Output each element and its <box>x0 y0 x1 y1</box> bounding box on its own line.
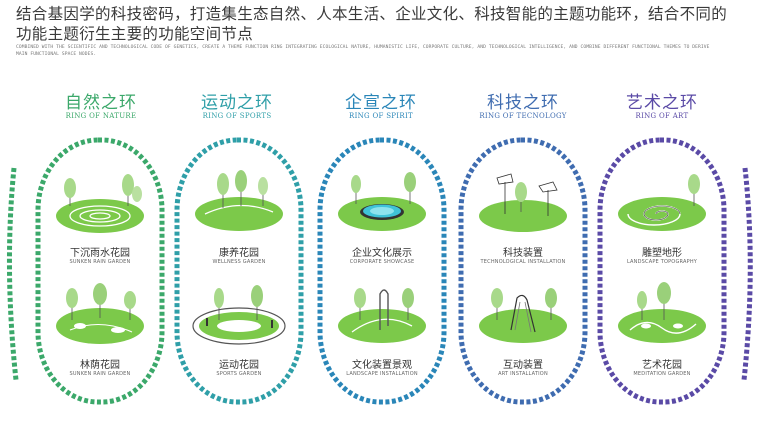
arch-sculpture-icon <box>338 288 426 343</box>
node-landscape-topography: 雕塑地形 LANDSCAPE TOPOGRAPHY <box>602 168 722 288</box>
node-technological-installation: 科技装置 TECHNOLOGICAL INSTALLATION <box>463 168 583 288</box>
node-label-cn: 林荫花园 <box>80 360 120 371</box>
node-corporate-showcase: 企业文化展示 CORPORATE SHOWCASE <box>322 168 442 288</box>
node-label-cn: 康养花园 <box>219 248 259 259</box>
forest-garden-icon <box>56 283 144 344</box>
capsule-art <box>597 137 727 405</box>
node-sunken-rain-garden: 下沉雨水花园 SUNKEN RAIN GARDEN <box>40 168 160 288</box>
node-wellness-garden: 康养花园 WELLNESS GARDEN <box>179 168 299 288</box>
water-pool-icon <box>338 172 426 231</box>
node-label-cn: 下沉雨水花园 <box>70 248 130 259</box>
node-label-en: TECHNOLOGICAL INSTALLATION <box>480 259 566 265</box>
ring-title-technology: 科技之环 <box>487 93 559 113</box>
node-label-en: SPORTS GARDEN <box>216 371 262 377</box>
art-garden-icon <box>618 282 706 343</box>
node-label-en: SUNKEN RAIN GARDEN <box>69 259 131 265</box>
ring-title-art: 艺术之环 <box>626 93 698 113</box>
node-label-cn: 互动装置 <box>503 360 543 371</box>
node-label-en: LANDSCAPE INSTALLATION <box>346 371 418 377</box>
node-label-cn: 企业文化展示 <box>352 248 412 259</box>
node-label-cn: 运动花园 <box>219 360 259 371</box>
node-label-en: CORPORATE SHOWCASE <box>349 259 415 265</box>
left-edge-chain <box>6 167 19 381</box>
node-label-cn: 科技装置 <box>503 248 543 259</box>
capsule-technology <box>458 137 588 405</box>
ring-subtitle-sports: RING OF SPORTS <box>202 112 272 120</box>
node-label-cn: 雕塑地形 <box>642 248 682 259</box>
node-label-en: LANDSCAPE TOPOGRAPHY <box>626 259 698 265</box>
interactive-installation-icon <box>479 288 567 343</box>
canopy-installation-icon <box>479 173 567 232</box>
node-forest-garden: 林荫花园 SUNKEN RAIN GARDEN <box>40 280 160 400</box>
ring-title-spirit: 企宣之环 <box>345 93 417 113</box>
node-interactive-installation: 互动装置 ART INSTALLATION <box>463 280 583 400</box>
node-sports-garden: 运动花园 SPORTS GARDEN <box>179 280 299 400</box>
wellness-garden-icon <box>195 170 283 231</box>
page-headline: 结合基因学的科技密码，打造集生态自然、人本生活、企业文化、科技智能的主题功能环，… <box>16 5 728 43</box>
ring-subtitle-art: RING OF ART <box>635 112 689 120</box>
node-landscape-installation: 文化装置景观 LANDSCAPE INSTALLATION <box>322 280 442 400</box>
sports-garden-icon <box>192 285 286 345</box>
ring-subtitle-spirit: RING OF SPIRIT <box>349 112 413 120</box>
capsule-sports <box>174 137 304 405</box>
node-label-en: ART INSTALLATION <box>498 371 548 377</box>
node-label-en: SUNKEN RAIN GARDEN <box>69 371 131 377</box>
page-subline: COMBINED WITH THE SCIENTIFIC AND TECHNOL… <box>16 45 710 57</box>
capsule-spirit <box>317 137 447 405</box>
ring-subtitle-nature: RING OF NATURE <box>65 112 137 120</box>
node-label-en: MEDITATION GARDEN <box>633 371 691 377</box>
ring-title-nature: 自然之环 <box>65 93 137 113</box>
node-label-cn: 艺术花园 <box>642 360 682 371</box>
right-edge-chain <box>741 167 753 381</box>
ring-subtitle-technology: RING OF TECNOLOGY <box>479 112 567 120</box>
node-label-cn: 文化装置景观 <box>352 360 412 371</box>
node-label-en: WELLNESS GARDEN <box>212 259 266 265</box>
spiral-landform-icon <box>618 174 706 231</box>
ring-title-sports: 运动之环 <box>201 93 273 113</box>
capsule-nature <box>35 137 165 405</box>
node-meditation-garden: 艺术花园 MEDITATION GARDEN <box>602 280 722 400</box>
sunken-garden-icon <box>56 174 144 233</box>
